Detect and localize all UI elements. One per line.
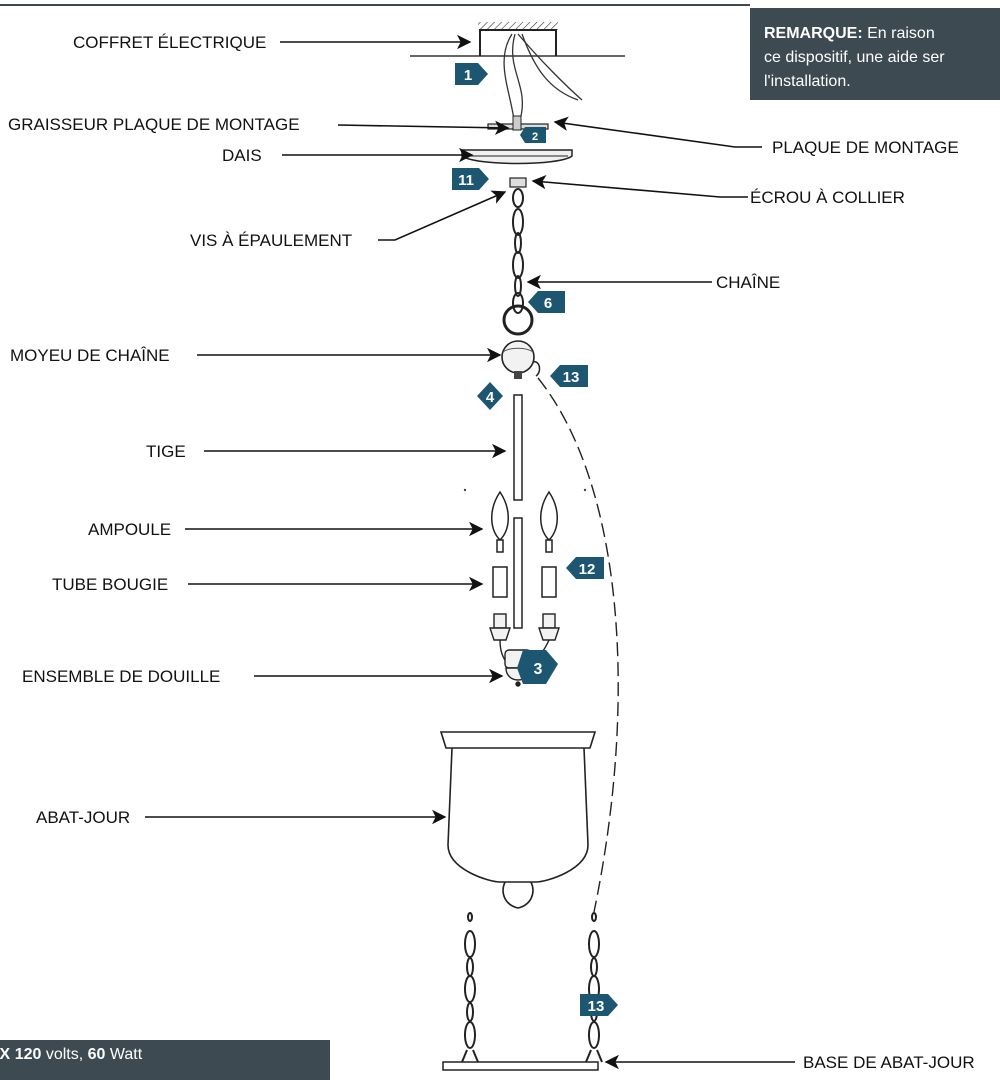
label-tige: TIGE bbox=[146, 442, 186, 461]
svg-text:2: 2 bbox=[532, 131, 538, 143]
step-badge-3: 3 bbox=[517, 650, 558, 684]
glass-shade-drawing bbox=[439, 731, 597, 909]
svg-text:11: 11 bbox=[458, 172, 474, 189]
max-volts-unit: volts, bbox=[41, 1046, 88, 1063]
max-wattage-line: AX 120 volts, 60 Watt bbox=[0, 1046, 142, 1064]
socket-assembly-drawing bbox=[489, 613, 560, 687]
step-badge-13-bottom: 13 bbox=[580, 994, 618, 1016]
label-coffret-electrique: COFFRET ÉLECTRIQUE bbox=[73, 33, 266, 52]
note-line-3: l'installation. bbox=[764, 73, 851, 90]
label-dais: DAIS bbox=[222, 146, 262, 165]
inner-stem-drawing bbox=[513, 517, 523, 629]
candle-tubes-drawing bbox=[492, 566, 557, 598]
canopy-drawing bbox=[461, 149, 573, 165]
label-moyeu-de-chaine: MOYEU DE CHAÎNE bbox=[10, 346, 170, 365]
note-line-2: ce dispositif, une aide ser bbox=[764, 49, 945, 66]
step-badge-2: 2 bbox=[520, 127, 546, 143]
svg-text:4: 4 bbox=[486, 389, 495, 406]
shade-base-drawing bbox=[442, 912, 603, 1071]
label-plaque-de-montage: PLAQUE DE MONTAGE bbox=[772, 138, 959, 157]
mounting-plate-drawing bbox=[487, 115, 549, 131]
collar-nut-drawing bbox=[509, 177, 527, 188]
step-badge-12: 12 bbox=[566, 557, 604, 579]
svg-text:3: 3 bbox=[534, 661, 543, 678]
safety-cable-dashed bbox=[537, 377, 619, 913]
label-vis-a-epaulement: VIS À ÉPAULEMENT bbox=[190, 231, 352, 250]
step-badge-13-top: 13 bbox=[550, 365, 588, 387]
bulbs-drawing bbox=[491, 490, 558, 553]
stem-drawing bbox=[513, 394, 523, 501]
note-box: REMARQUE: En raison ce dispositif, une a… bbox=[750, 8, 1000, 100]
note-text-1: En raison bbox=[862, 25, 935, 42]
chain-hub-drawing bbox=[501, 304, 541, 379]
svg-text:1: 1 bbox=[464, 67, 472, 84]
step-badge-6: 6 bbox=[528, 291, 565, 313]
max-prefix: AX bbox=[0, 1046, 11, 1063]
step-badge-4: 4 bbox=[477, 382, 503, 410]
label-ensemble-de-douille: ENSEMBLE DE DOUILLE bbox=[22, 667, 220, 686]
max-wattage-box: AX 120 volts, 60 Watt bbox=[0, 1040, 330, 1080]
svg-text:12: 12 bbox=[579, 561, 596, 578]
svg-text:6: 6 bbox=[544, 295, 552, 312]
max-watt-value: 60 bbox=[87, 1046, 106, 1063]
note-label: REMARQUE: bbox=[764, 25, 863, 42]
label-ecrou-a-collier: ÉCROU À COLLIER bbox=[750, 188, 905, 207]
label-abat-jour: ABAT-JOUR bbox=[36, 808, 130, 827]
label-chaine: CHAÎNE bbox=[716, 273, 780, 292]
svg-text:13: 13 bbox=[563, 369, 580, 386]
electrical-box-drawing bbox=[410, 22, 625, 121]
label-tube-bougie: TUBE BOUGIE bbox=[52, 575, 168, 594]
label-base-de-abat-jour: BASE DE ABAT-JOUR bbox=[803, 1053, 975, 1072]
label-ampoule: AMPOULE bbox=[88, 520, 171, 539]
max-volts-value: 120 bbox=[14, 1046, 42, 1063]
step-badge-1: 1 bbox=[455, 63, 488, 85]
leader-lines bbox=[145, 34, 795, 1070]
note-line-1: REMARQUE: En raison bbox=[764, 22, 1000, 46]
svg-text:13: 13 bbox=[588, 998, 605, 1015]
step-badge-11: 11 bbox=[452, 168, 489, 190]
max-watt-unit: Watt bbox=[105, 1046, 143, 1063]
chain-drawing bbox=[512, 188, 524, 314]
label-graisseur-plaque: GRAISSEUR PLAQUE DE MONTAGE bbox=[8, 115, 300, 134]
